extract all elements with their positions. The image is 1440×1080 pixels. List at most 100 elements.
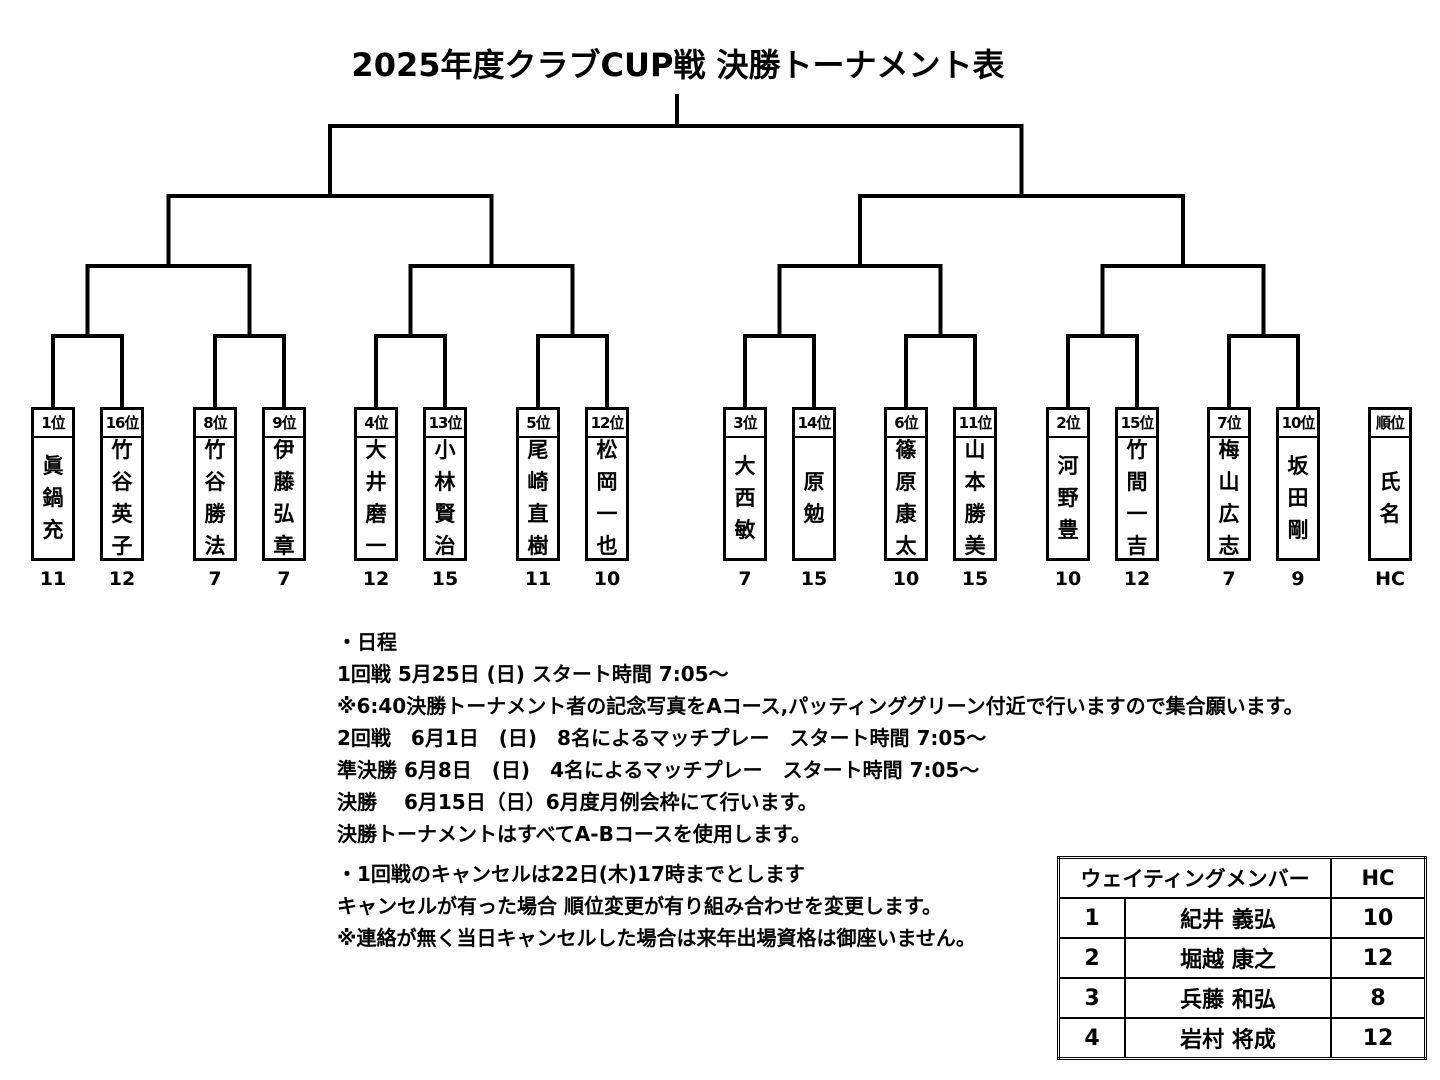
player-name-char: 野 xyxy=(1057,486,1079,510)
player-name-char: 美 xyxy=(964,534,986,558)
player-name-char: 一 xyxy=(365,534,387,558)
player-box: 16位竹谷英子 xyxy=(100,407,144,561)
player-name-char: 勝 xyxy=(964,502,986,526)
player-name-char: 伊 xyxy=(273,438,295,462)
player-name-char: 篠 xyxy=(895,438,917,462)
player-hc: 10 xyxy=(593,568,621,590)
table-row: 4 岩村 将成 12 xyxy=(1057,1017,1427,1060)
player-name-char: 原 xyxy=(895,470,917,494)
legend-hc-label: HC xyxy=(1375,568,1405,590)
player-name: 竹谷英子 xyxy=(103,438,141,558)
player-seed: 3位 xyxy=(726,410,764,438)
player-name-char: 治 xyxy=(434,534,456,558)
player-name-char: 章 xyxy=(273,534,295,558)
player-seed: 16位 xyxy=(103,410,141,438)
waiting-no: 1 xyxy=(1057,897,1126,939)
player-name-char: 賢 xyxy=(434,502,456,526)
player-seed: 2位 xyxy=(1049,410,1087,438)
table-row: 2 堀越 康之 12 xyxy=(1057,937,1427,979)
player-name: 山本勝美 xyxy=(956,438,994,558)
player-name: 竹谷勝法 xyxy=(196,438,234,558)
waiting-hc: 10 xyxy=(1330,897,1427,939)
waiting-no: 3 xyxy=(1057,977,1126,1019)
player-seed: 1位 xyxy=(34,410,72,438)
schedule-round1: 1回戦 5月25日 (日) スタート時間 7:05～ xyxy=(337,662,729,686)
player-name: 河野豊 xyxy=(1049,438,1087,558)
player-name-char: 林 xyxy=(434,470,456,494)
player-hc: 12 xyxy=(108,568,136,590)
player-name: 伊藤弘章 xyxy=(265,438,303,558)
player-name-char: 河 xyxy=(1057,454,1079,478)
player-seed: 4位 xyxy=(357,410,395,438)
player-name: 大井磨一 xyxy=(357,438,395,558)
player-name: 梅山広志 xyxy=(1210,438,1248,558)
player-seed: 15位 xyxy=(1118,410,1156,438)
player-name-char: 充 xyxy=(42,518,64,542)
page-title: 2025年度クラブCUP戦 決勝トーナメント表 xyxy=(351,46,1005,84)
player-name-char: 竹 xyxy=(204,438,226,462)
player-name-char: 弘 xyxy=(273,502,295,526)
player-name-char: 一 xyxy=(596,502,618,526)
player-seed: 9位 xyxy=(265,410,303,438)
player-seed: 8位 xyxy=(196,410,234,438)
legend-seed-label: 順位 xyxy=(1371,410,1409,438)
player-name: 眞鍋充 xyxy=(34,438,72,558)
cancel-line-1: ・1回戦のキャンセルは22日(木)17時までとします xyxy=(337,862,805,886)
player-seed: 14位 xyxy=(795,410,833,438)
player-hc: 7 xyxy=(277,568,291,590)
player-hc: 9 xyxy=(1291,568,1305,590)
player-name-char: 田 xyxy=(1287,486,1309,510)
player-name-char: 山 xyxy=(964,438,986,462)
player-name: 原勉 xyxy=(795,438,833,558)
waiting-no: 4 xyxy=(1057,1017,1126,1060)
player-name: 松岡一也 xyxy=(588,438,626,558)
player-box: 6位篠原康太 xyxy=(884,407,928,561)
player-hc: 15 xyxy=(431,568,459,590)
player-hc: 15 xyxy=(800,568,828,590)
tournament-bracket-lines xyxy=(51,94,1300,407)
waiting-header: ウェイティングメンバー xyxy=(1057,856,1332,899)
schedule-photo-note: ※6:40決勝トーナメント者の記念写真をAコース,パッティンググリーン付近で行い… xyxy=(337,694,1304,718)
waiting-name: 堀越 康之 xyxy=(1124,937,1332,979)
player-box: 13位小林賢治 xyxy=(423,407,467,561)
waiting-name: 兵藤 和弘 xyxy=(1124,977,1332,1019)
player-name: 篠原康太 xyxy=(887,438,925,558)
player-hc: 11 xyxy=(524,568,552,590)
player-name: 坂田剛 xyxy=(1279,438,1317,558)
cancel-line-2: キャンセルが有った場合 順位変更が有り組み合わせを変更します。 xyxy=(337,894,942,918)
player-box: 3位大西敏 xyxy=(723,407,767,561)
player-name-char: 法 xyxy=(204,534,226,558)
player-name-char: 岡 xyxy=(596,470,618,494)
player-name-char: 豊 xyxy=(1057,518,1079,542)
player-seed: 5位 xyxy=(519,410,557,438)
player-hc: 12 xyxy=(1123,568,1151,590)
player-name-char: 鍋 xyxy=(42,486,64,510)
player-box: 4位大井磨一 xyxy=(354,407,398,561)
player-name-char: 山 xyxy=(1218,470,1240,494)
player-name-char: 樹 xyxy=(527,534,549,558)
player-name-char: 勝 xyxy=(204,502,226,526)
player-box: 1位眞鍋充 xyxy=(31,407,75,561)
player-name-char: 広 xyxy=(1218,502,1240,526)
player-seed: 11位 xyxy=(956,410,994,438)
schedule-info: ・日程 1回戦 5月25日 (日) スタート時間 7:05～ ※6:40決勝トー… xyxy=(337,626,1304,954)
player-name-char: 大 xyxy=(734,454,756,478)
table-row: 1 紀井 義弘 10 xyxy=(1057,897,1427,939)
player-hc: 7 xyxy=(1222,568,1236,590)
player-name-char: 谷 xyxy=(111,470,133,494)
waiting-hc-header: HC xyxy=(1330,856,1427,899)
table-row: 3 兵藤 和弘 8 xyxy=(1057,977,1427,1019)
player-seed: 6位 xyxy=(887,410,925,438)
waiting-no: 2 xyxy=(1057,937,1126,979)
player-seed: 13位 xyxy=(426,410,464,438)
player-box: 5位尾崎直樹 xyxy=(516,407,560,561)
player-name-char: 谷 xyxy=(204,470,226,494)
waiting-name: 紀井 義弘 xyxy=(1124,897,1332,939)
player-name-char: 藤 xyxy=(273,470,295,494)
waiting-hc: 12 xyxy=(1330,937,1427,979)
player-seed: 7位 xyxy=(1210,410,1248,438)
player-name-char: 英 xyxy=(111,502,133,526)
player-name-char: 竹 xyxy=(1126,438,1148,462)
player-name: 大西敏 xyxy=(726,438,764,558)
player-name-char: 眞 xyxy=(42,454,64,478)
